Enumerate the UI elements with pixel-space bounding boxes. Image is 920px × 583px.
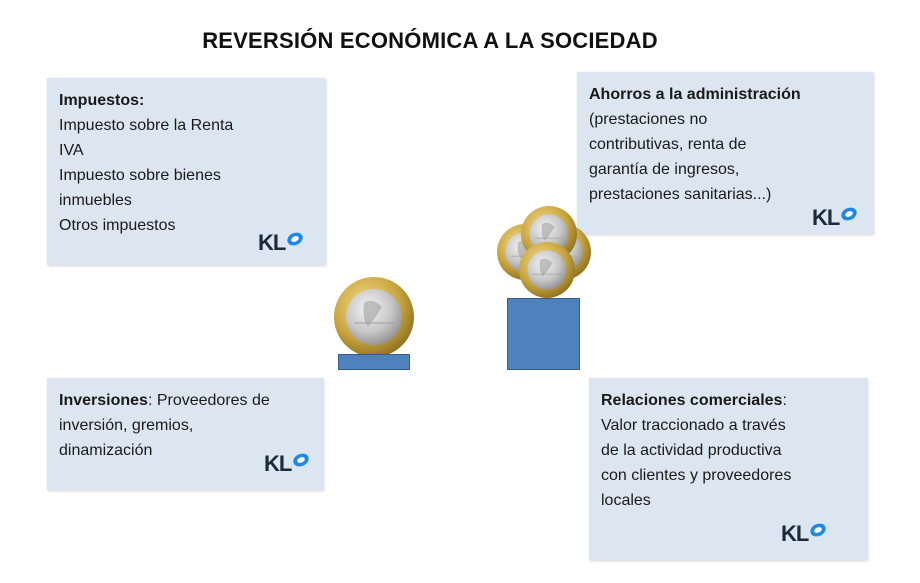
diagram-title: REVERSIÓN ECONÓMICA A LA SOCIEDAD — [202, 28, 658, 53]
kl-logo-mark-icon — [293, 453, 310, 467]
inversiones-line: dinamización — [59, 442, 153, 459]
euro-coin-icon — [333, 276, 415, 358]
kl-logo-text: KL — [264, 451, 292, 476]
ahorros-box: Ahorros a la administración (prestacione… — [577, 72, 873, 234]
impuestos-line: IVA — [59, 142, 84, 159]
kl-logo-mark-icon — [810, 523, 827, 537]
ahorros-line: prestaciones sanitarias...) — [589, 186, 772, 203]
impuestos-line: Impuesto sobre la Renta — [59, 117, 234, 134]
inversiones-box: Inversiones: Proveedores de inversión, g… — [47, 378, 323, 490]
impuestos-line: inmuebles — [59, 192, 132, 209]
impuestos-heading: Impuestos: — [59, 92, 145, 109]
relaciones-first-line: : — [782, 392, 787, 409]
kl-logo-text: KL — [812, 205, 840, 230]
kl-logo: KL — [258, 231, 304, 255]
kl-logo-text: KL — [258, 230, 286, 255]
kl-logo-text: KL — [781, 521, 809, 546]
inversiones-heading: Inversiones — [59, 392, 148, 409]
relaciones-heading: Relaciones comerciales — [601, 392, 783, 409]
relaciones-line: con clientes y proveedores — [601, 467, 792, 484]
kl-logo: KL — [264, 452, 310, 476]
kl-logo-mark-icon — [841, 207, 858, 221]
small-bar — [338, 354, 410, 370]
impuestos-box: Impuestos: Impuesto sobre la Renta IVA I… — [47, 78, 325, 265]
kl-logo: KL — [812, 206, 858, 230]
euro-coin-pile-icon — [496, 206, 592, 299]
ahorros-line: garantía de ingresos, — [589, 161, 740, 178]
inversiones-first-line: : Proveedores de — [147, 392, 270, 409]
kl-logo-mark-icon — [287, 232, 304, 246]
impuestos-line: Impuesto sobre bienes — [59, 167, 221, 184]
ahorros-heading: Ahorros a la administración — [589, 86, 801, 103]
relaciones-line: Valor traccionado a través — [601, 417, 786, 434]
inversiones-line: inversión, gremios, — [59, 417, 194, 434]
relaciones-line: locales — [601, 492, 651, 509]
impuestos-line: Otros impuestos — [59, 217, 176, 234]
ahorros-line: contributivas, renta de — [589, 136, 747, 153]
kl-logo: KL — [781, 522, 827, 546]
tall-bar — [507, 298, 580, 370]
relaciones-line: de la actividad productiva — [601, 442, 782, 459]
ahorros-line: (prestaciones no — [589, 111, 708, 128]
